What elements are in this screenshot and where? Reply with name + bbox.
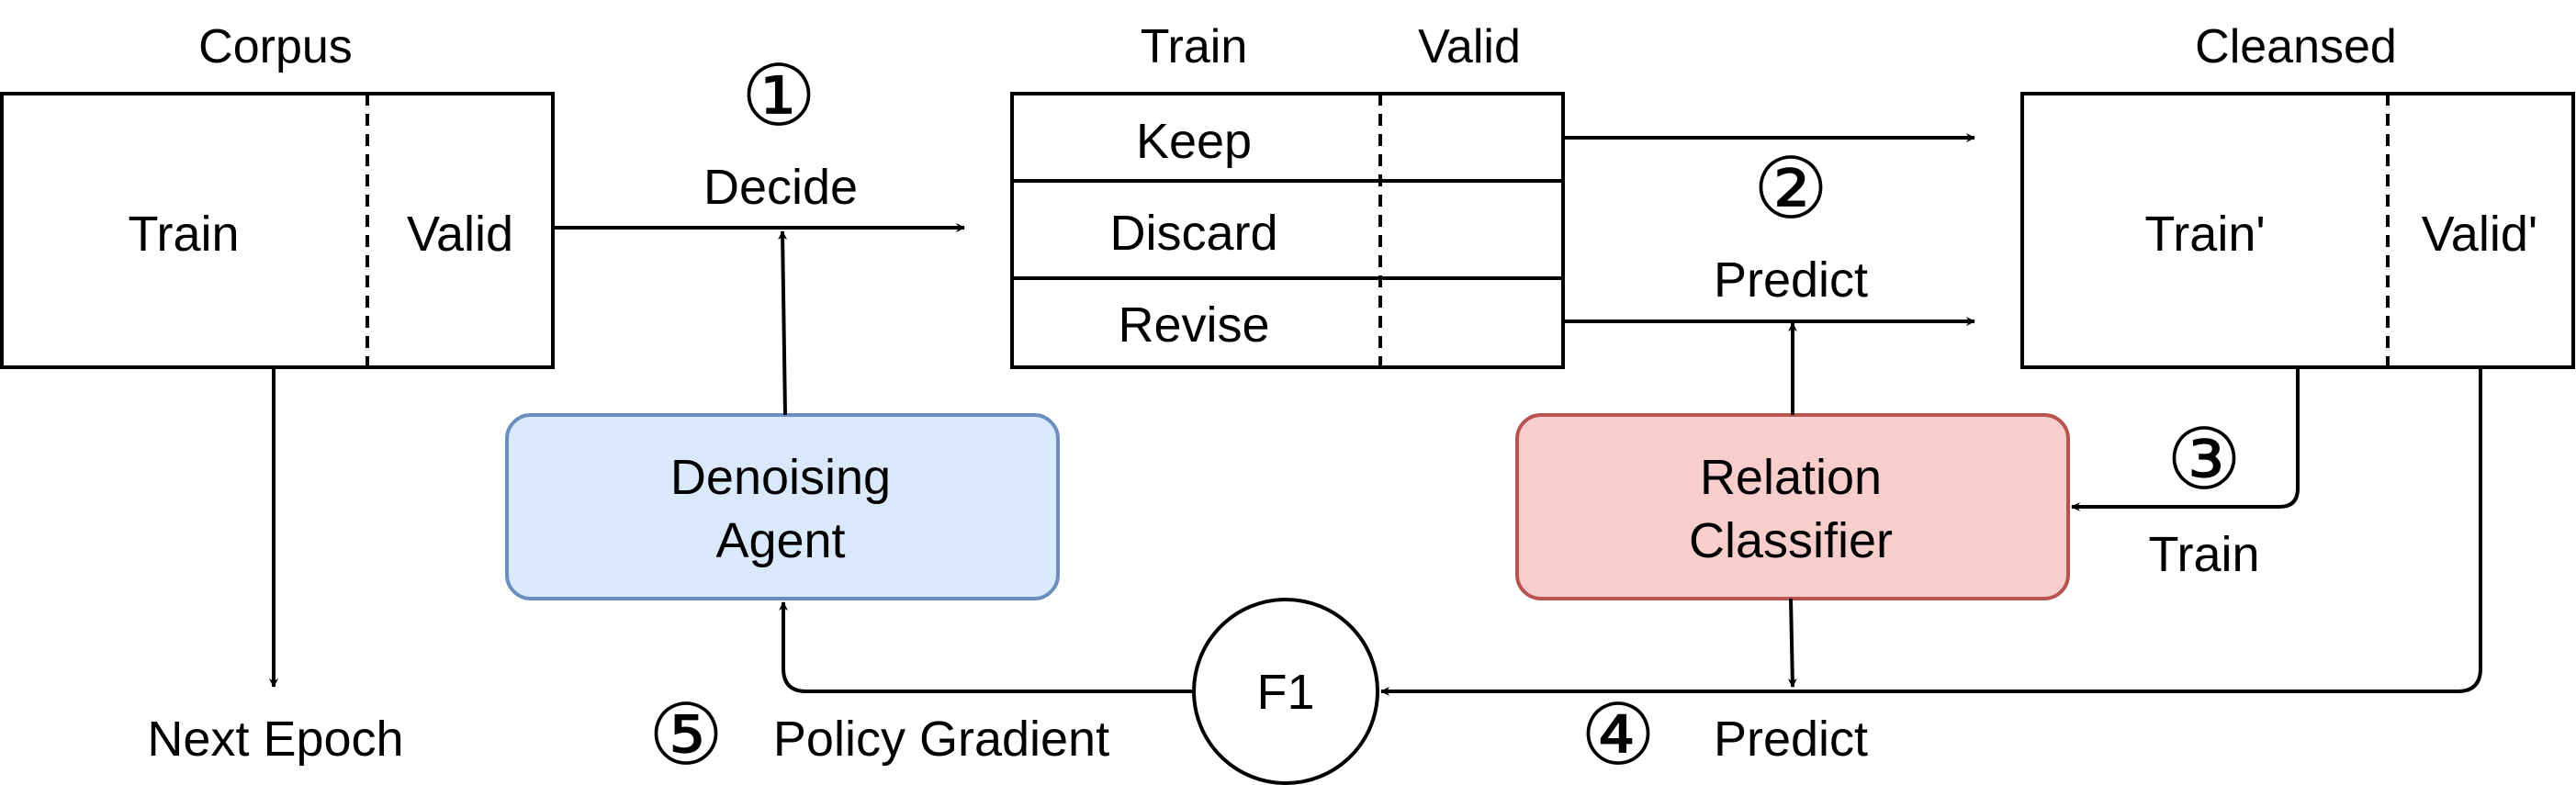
policy-gradient-arrow bbox=[779, 601, 1194, 693]
valid-to-f1-arrow bbox=[1380, 367, 2482, 696]
split-train-header: Train bbox=[1141, 20, 1248, 73]
agent-label-line1: Denoising bbox=[670, 450, 891, 505]
step3-marker: ③ bbox=[2166, 410, 2242, 509]
denoising-agent-node: Denoising Agent bbox=[505, 413, 1060, 600]
train-classifier-arrow bbox=[2071, 367, 2300, 511]
corpus-box: Train Valid bbox=[0, 92, 555, 369]
step1-label: Decide bbox=[703, 160, 858, 215]
split-row-keep: Keep bbox=[1136, 114, 1252, 169]
cleansed-title: Cleansed bbox=[2195, 20, 2397, 73]
agent-to-decide-arrow bbox=[778, 230, 788, 416]
relation-classifier-node: Relation Classifier bbox=[1515, 413, 2070, 600]
step3-label: Train bbox=[2148, 527, 2259, 582]
corpus-title: Corpus bbox=[198, 20, 353, 73]
corpus-valid-label: Valid bbox=[407, 207, 513, 262]
step5-marker: ⑤ bbox=[648, 686, 724, 784]
f1-label: F1 bbox=[1256, 665, 1314, 720]
cleansed-train-label: Train' bbox=[2144, 207, 2265, 262]
f1-node: F1 bbox=[1192, 598, 1379, 785]
split-valid-header: Valid bbox=[1418, 20, 1521, 73]
step2-marker: ② bbox=[1753, 140, 1828, 238]
step5-label: Policy Gradient bbox=[773, 712, 1109, 767]
split-row-discard: Discard bbox=[1109, 206, 1277, 261]
classifier-label-line2: Classifier bbox=[1689, 513, 1893, 568]
cleansed-valid-label: Valid' bbox=[2422, 207, 2537, 262]
step4-marker: ④ bbox=[1580, 686, 1656, 784]
step1-marker: ① bbox=[741, 47, 816, 145]
classifier-to-f1-line-arrow bbox=[1787, 598, 1797, 688]
cleansed-box: Train' Valid' bbox=[2020, 92, 2575, 369]
agent-label-line2: Agent bbox=[715, 513, 845, 568]
next-epoch-label: Next Epoch bbox=[147, 712, 403, 767]
step2-label: Predict bbox=[1714, 252, 1868, 308]
corpus-train-label: Train bbox=[128, 207, 239, 262]
classifier-label-line1: Relation bbox=[1700, 450, 1882, 505]
split-row-revise: Revise bbox=[1118, 297, 1269, 353]
step4-label: Predict bbox=[1714, 712, 1868, 767]
split-table: Keep Discard Revise bbox=[1010, 92, 1565, 369]
